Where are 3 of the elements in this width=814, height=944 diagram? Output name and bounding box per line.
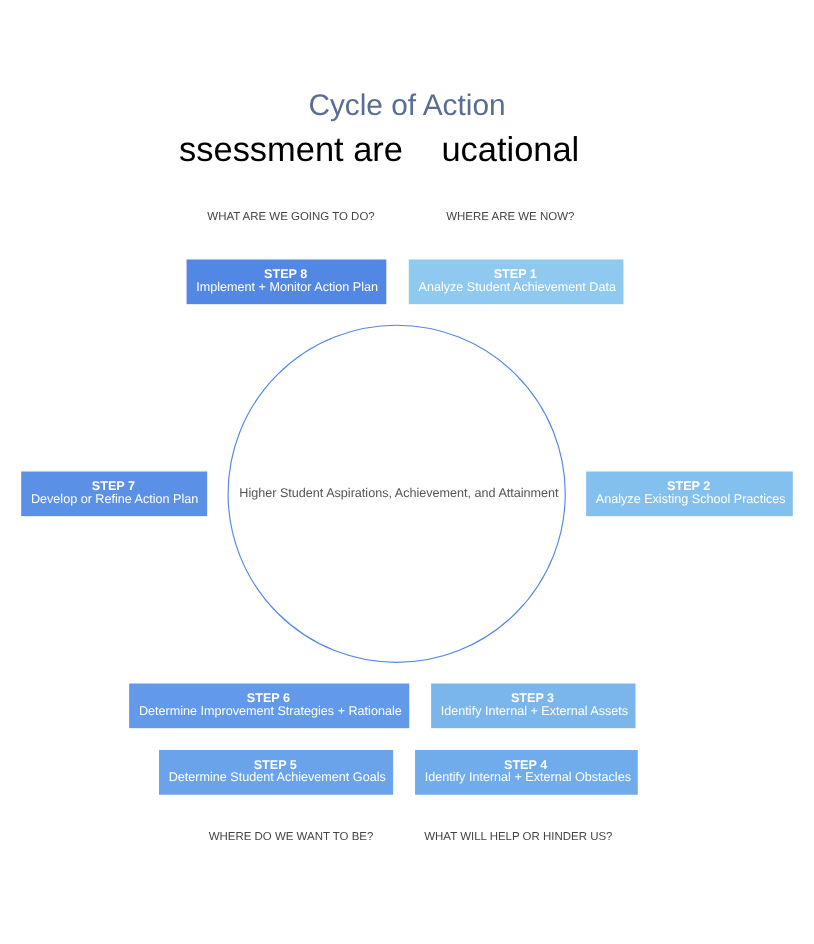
diagram-title: Cycle of Action — [308, 89, 506, 124]
label: ucational — [441, 129, 580, 170]
label: ssessment are — [179, 129, 403, 170]
